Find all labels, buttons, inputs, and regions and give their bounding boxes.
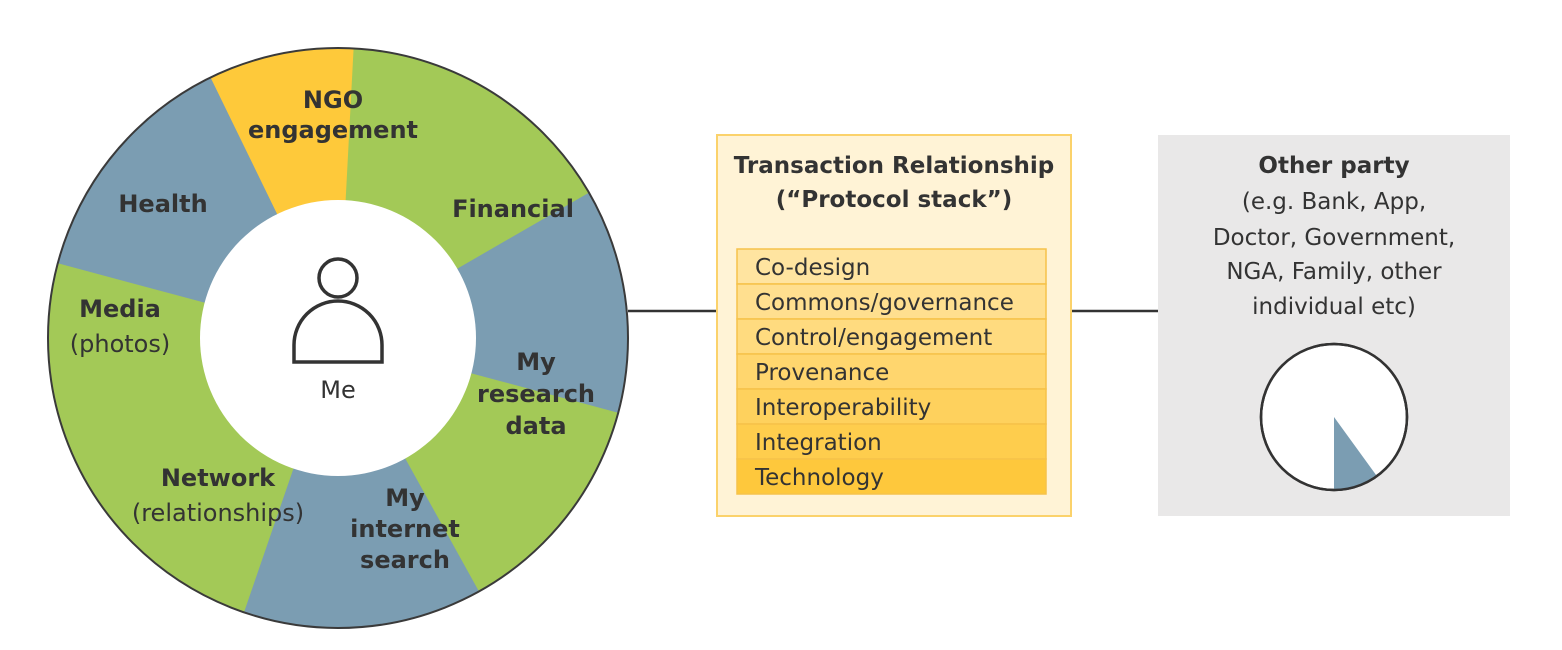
other-party-pie-slice [1334, 417, 1377, 491]
stack-layer [736, 353, 1047, 390]
stack-layer-label: Integration [755, 430, 882, 456]
other-party-pie-outline-top [1259, 342, 1409, 492]
personal-data-wheel: Me NGO engagement Financial My research … [47, 47, 629, 629]
segment-label-line: (photos) [70, 330, 170, 358]
stack-layer [736, 458, 1047, 495]
segment-label-network: Network (relationships) [132, 464, 304, 527]
protocol-stack: Co-designCommons/governanceControl/engag… [736, 248, 1047, 495]
segment-label-internet: My internet search [350, 484, 460, 574]
stack-layer [736, 388, 1047, 425]
stack-layer-label: Commons/governance [755, 290, 1014, 316]
other-party-desc-line: NGA, Family, other [1226, 259, 1442, 285]
stack-layer-label: Interoperability [755, 395, 931, 421]
stack-layer-label: Co-design [755, 255, 870, 281]
segment-label-line: internet [350, 515, 460, 543]
wheel-outline [47, 47, 629, 629]
segment-label-research: My research data [477, 348, 595, 440]
segment-label-line: Health [118, 190, 207, 218]
other-party-desc-line: individual etc) [1252, 294, 1416, 320]
segment-label-line: research [477, 380, 595, 408]
segment-label-line: Financial [452, 195, 574, 223]
stack-layer [736, 248, 1047, 285]
segment-label-media: Media (photos) [70, 295, 170, 358]
segment-label-health: Health [118, 190, 207, 218]
stack-layer-label: Provenance [755, 360, 889, 386]
segment-label-line: My [385, 484, 425, 512]
segment-label-line: Media [79, 295, 161, 323]
stack-layer-label: Control/engagement [755, 325, 992, 351]
segment-label-line: data [505, 412, 566, 440]
segment-label-line: engagement [248, 116, 418, 144]
other-party-box: Other party (e.g. Bank, App, Doctor, Gov… [1158, 135, 1510, 516]
segment-label-line: Network [161, 464, 276, 492]
stack-layer-label: Technology [754, 465, 884, 491]
segment-label-ngo: NGO engagement [248, 86, 418, 144]
segment-label-line: My [516, 348, 556, 376]
wheel-center [200, 200, 476, 476]
person-icon [292, 257, 384, 364]
transaction-relationship-box: Transaction Relationship (“Protocol stac… [716, 134, 1072, 517]
segment-label-line: search [360, 546, 450, 574]
other-party-desc-line: (e.g. Bank, App, [1242, 189, 1426, 215]
segment-label-line: (relationships) [132, 499, 304, 527]
transaction-title: Transaction Relationship [734, 153, 1054, 179]
me-label: Me [320, 376, 355, 404]
other-party-desc-line: Doctor, Government, [1213, 225, 1455, 251]
transaction-subtitle: (“Protocol stack”) [776, 187, 1013, 213]
segment-label-financial: Financial [452, 195, 574, 223]
other-party-title: Other party [1258, 153, 1409, 179]
segment-label-line: NGO [303, 86, 363, 114]
